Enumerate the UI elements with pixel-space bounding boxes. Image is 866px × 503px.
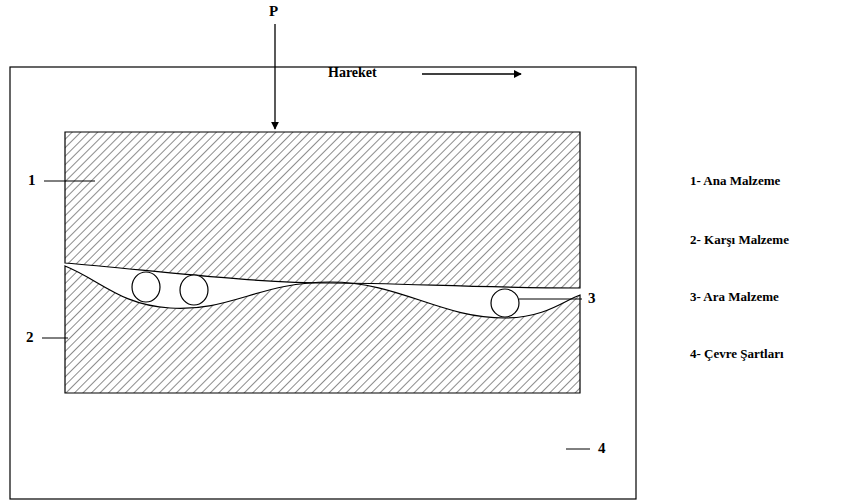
key-entry: 1- Ana Malzeme xyxy=(690,174,780,187)
load-arrow xyxy=(274,24,275,129)
base-material xyxy=(65,132,580,288)
interface-particle xyxy=(491,289,519,317)
load-label: P xyxy=(269,4,278,19)
callout-number: 1 xyxy=(28,173,36,188)
leader-line xyxy=(566,449,590,450)
environment-frame xyxy=(10,67,636,499)
key-entry: 3- Ara Malzeme xyxy=(690,290,779,303)
counter-material xyxy=(65,266,580,393)
motion-label: Hareket xyxy=(328,66,377,80)
motion-arrow xyxy=(422,73,521,74)
callout-number: 4 xyxy=(598,441,606,456)
key-entry: 4- Çevre Şartları xyxy=(690,347,784,360)
callout-number: 3 xyxy=(588,291,596,306)
leader-line xyxy=(42,338,68,339)
interface-particle xyxy=(132,272,160,302)
leader-line xyxy=(519,299,582,300)
interface-particle xyxy=(180,275,208,305)
callout-number: 2 xyxy=(26,330,34,345)
leader-line xyxy=(44,181,95,182)
key-entry: 2- Karşı Malzeme xyxy=(690,233,789,246)
